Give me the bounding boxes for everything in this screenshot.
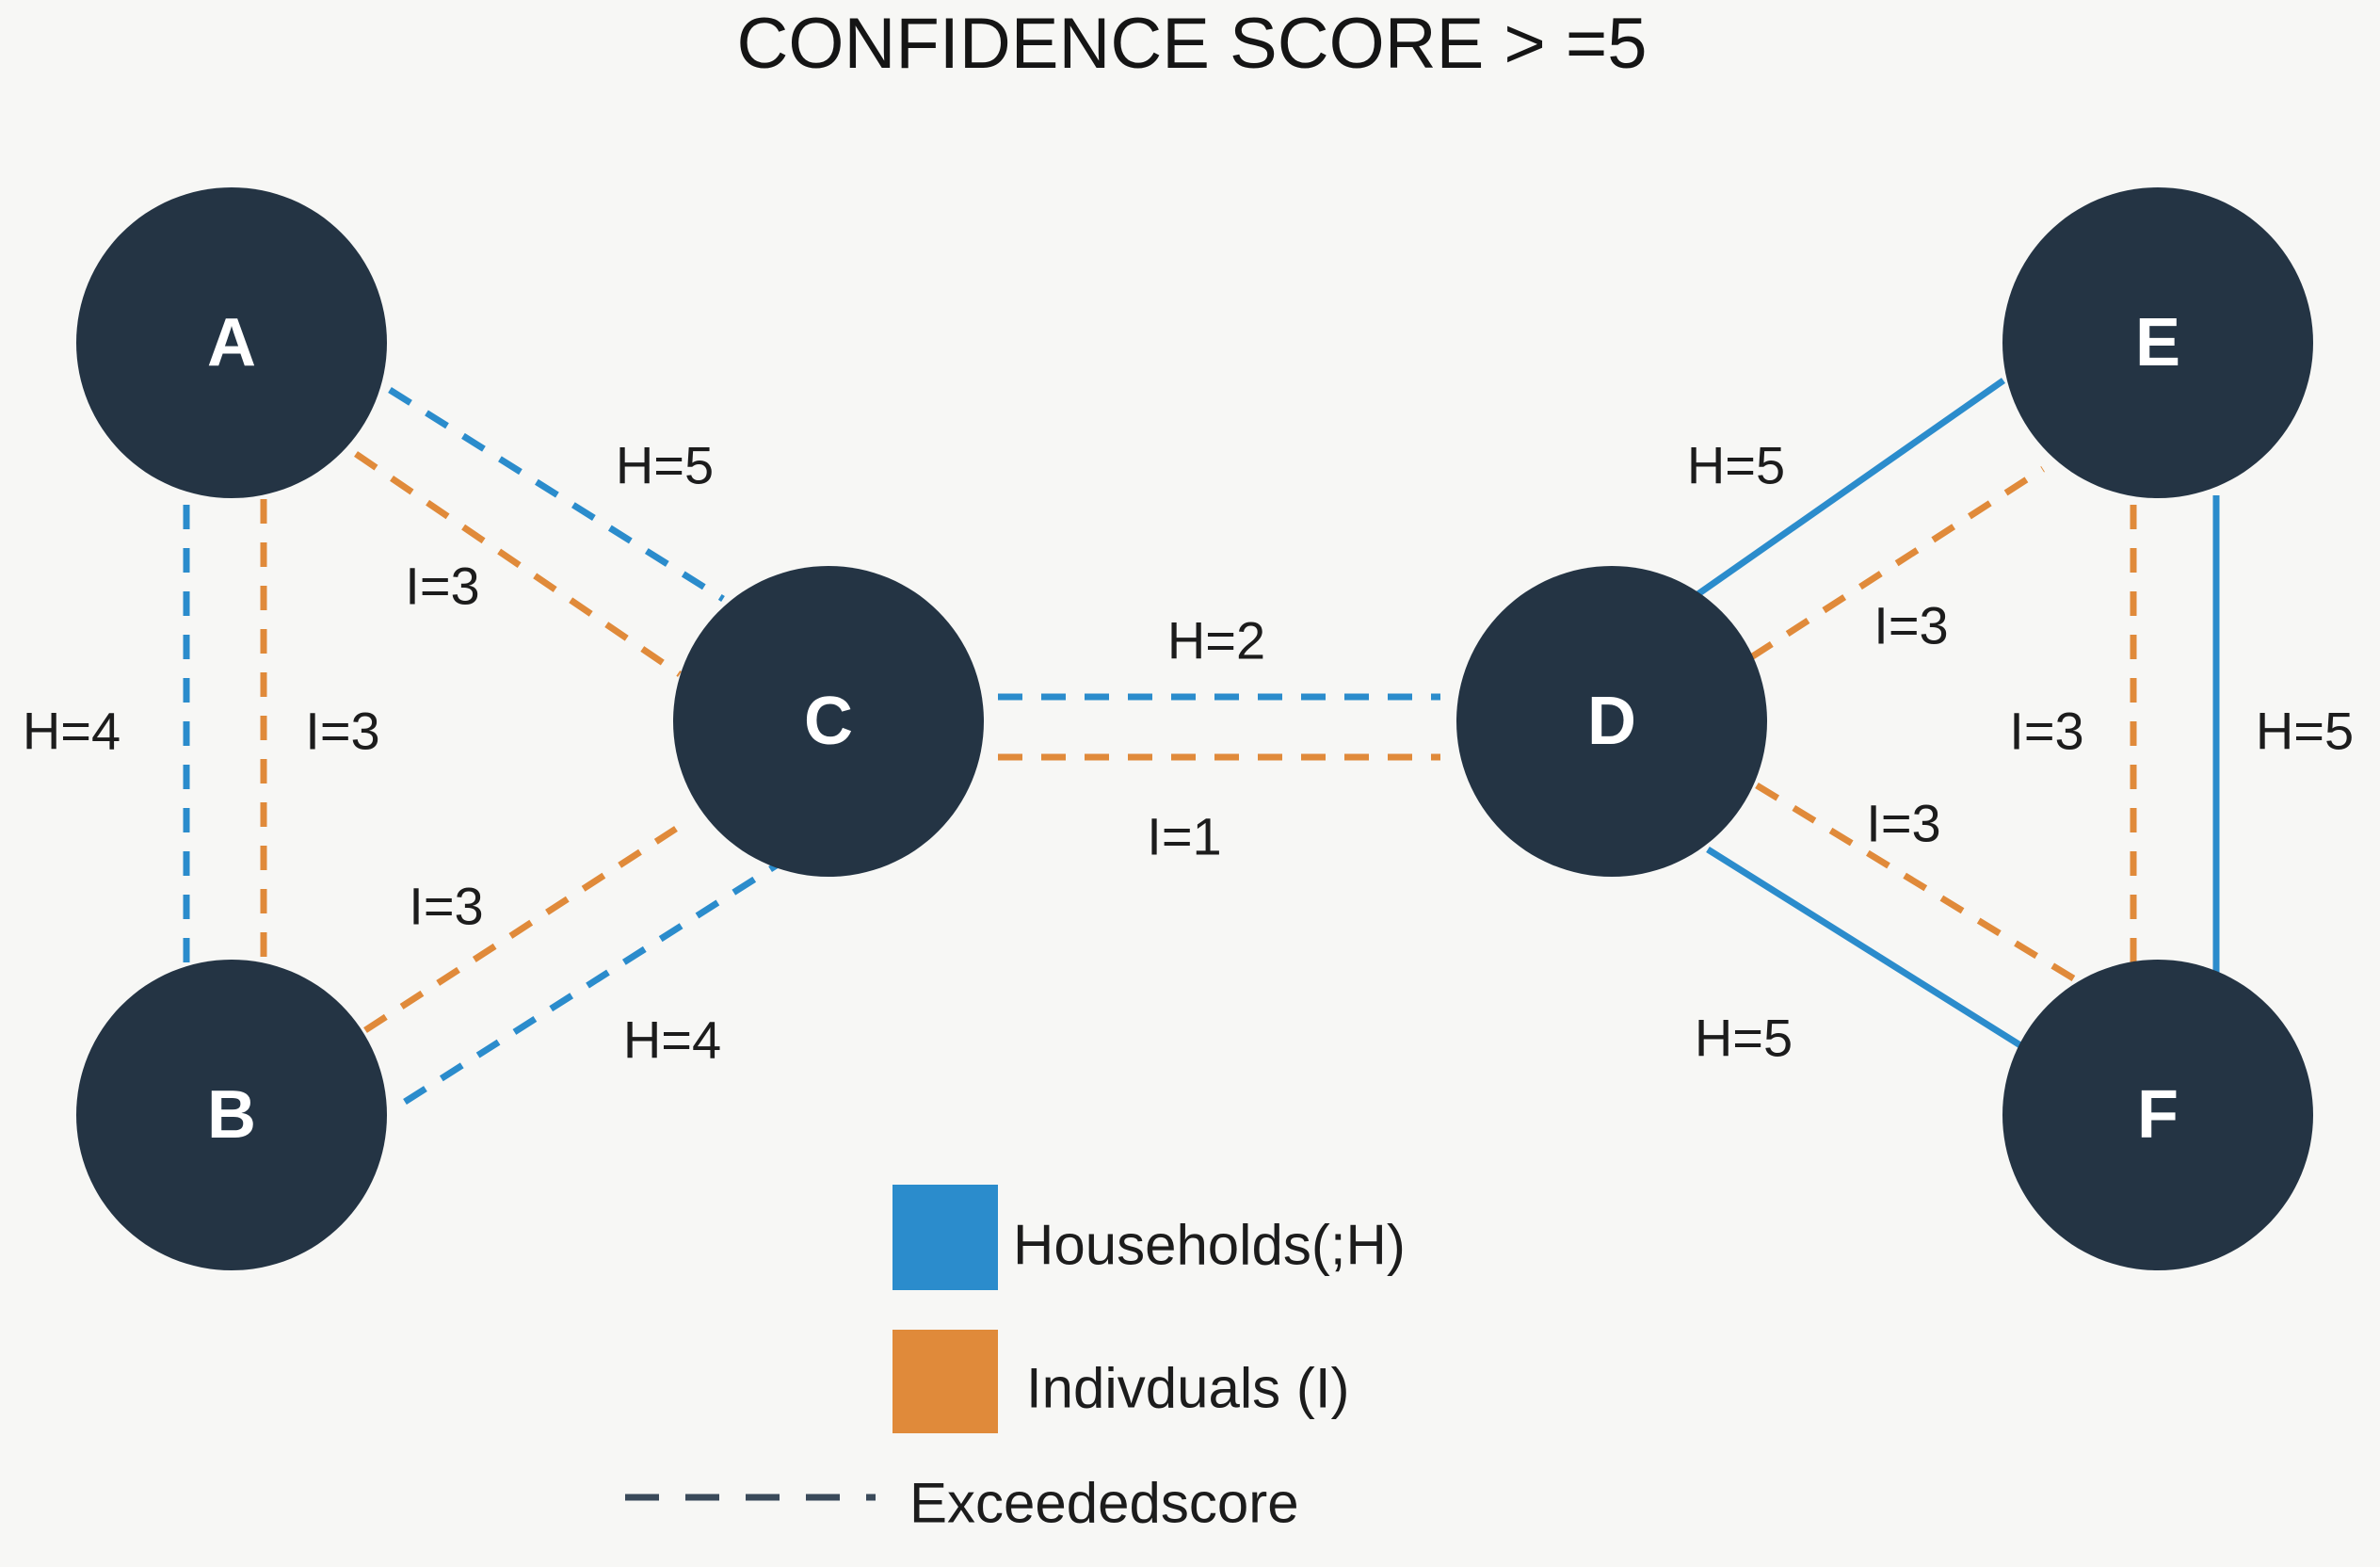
node-b: B: [76, 960, 387, 1270]
edge-label-d-e-h: H=5: [1687, 436, 1785, 495]
edge-label-c-d-i: I=1: [1147, 807, 1221, 866]
node-circle: [76, 960, 387, 1270]
edge-b-c-i: [363, 826, 678, 1033]
edge-layer: [183, 378, 2220, 1105]
node-circle: [1456, 566, 1767, 877]
node-label: C: [804, 684, 853, 759]
edge-d-f-i: [1755, 783, 2077, 982]
edge-d-e-h: [1694, 378, 2006, 598]
edge-label-d-f-h: H=5: [1695, 1009, 1793, 1068]
edge-d-e-i: [1749, 466, 2045, 660]
edge-label-e-f-i: I=3: [2009, 702, 2083, 761]
diagram-title: CONFIDENCE SCORE > =5: [736, 4, 1647, 84]
legend-exceeded-label: Exceededscore: [909, 1472, 1299, 1535]
node-d: D: [1456, 566, 1767, 877]
node-e: E: [2002, 187, 2313, 498]
edge-label-a-b-i: I=3: [305, 702, 379, 761]
edge-label-b-c-h: H=4: [623, 1010, 721, 1070]
node-c: C: [673, 566, 984, 877]
legend: Households(;H) Indivduals (I) Exceededsc…: [625, 1185, 1406, 1535]
edge-label-d-e-i: I=3: [1873, 596, 1948, 655]
node-label: A: [207, 305, 256, 380]
node-circle: [673, 566, 984, 877]
edge-b-c-h: [403, 862, 780, 1105]
node-label: B: [207, 1077, 256, 1153]
edge-label-c-d-h: H=2: [1167, 611, 1265, 670]
node-circle: [76, 187, 387, 498]
node-a: A: [76, 187, 387, 498]
edge-d-f-h: [1706, 847, 2022, 1048]
legend-households-swatch: [892, 1185, 998, 1290]
legend-individuals-label: Indivduals (I): [1026, 1357, 1349, 1420]
edge-a-c-h: [388, 387, 725, 602]
node-layer: A B C D E F: [76, 187, 2313, 1270]
node-label: D: [1587, 684, 1636, 759]
node-circle: [2002, 960, 2313, 1270]
node-label: E: [2135, 305, 2180, 380]
edge-label-a-c-i: I=3: [405, 557, 479, 616]
legend-households-label: Households(;H): [1013, 1214, 1406, 1277]
edge-label-a-b-h: H=4: [23, 702, 121, 761]
node-f: F: [2002, 960, 2313, 1270]
edge-label-d-f-i: I=3: [1866, 794, 1940, 853]
node-circle: [2002, 187, 2313, 498]
edge-label-b-c-i: I=3: [409, 877, 483, 936]
edge-label-a-c-h: H=5: [616, 436, 714, 495]
edge-label-e-f-h: H=5: [2256, 702, 2354, 761]
node-label: F: [2137, 1077, 2179, 1153]
edge-a-c-i: [354, 451, 682, 677]
legend-individuals-swatch: [892, 1330, 998, 1433]
